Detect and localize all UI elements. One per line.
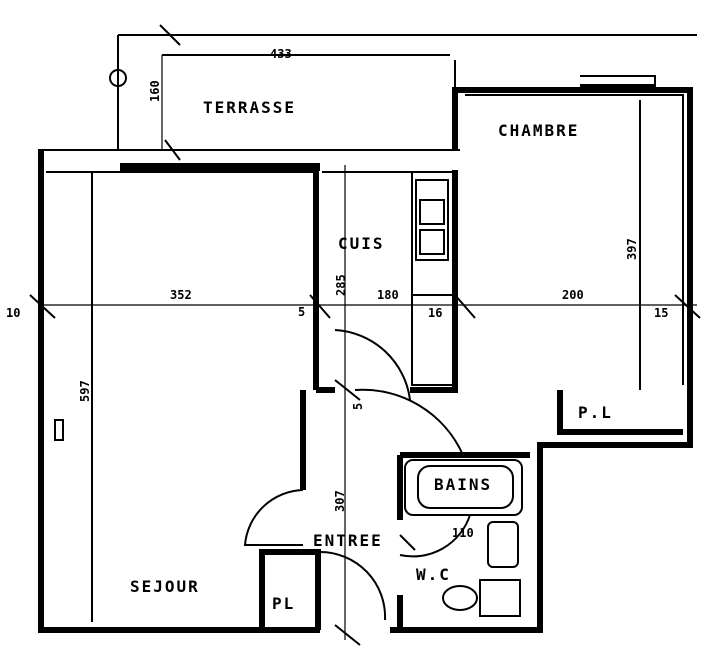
label-bains: BAINS: [434, 475, 492, 494]
label-chambre: CHAMBRE: [498, 121, 579, 140]
dim-chambre-depth: 397: [625, 238, 639, 260]
dim-wc-width: 110: [452, 526, 474, 540]
dim-wall-5: 5: [298, 305, 305, 319]
room-labels: TERRASSE CHAMBRE CUIS SEJOUR ENTREE BAIN…: [130, 98, 613, 613]
dim-sejour-depth: 597: [78, 380, 92, 402]
label-cuis: CUIS: [338, 234, 385, 253]
label-entree: ENTREE: [313, 531, 383, 550]
label-terrasse: TERRASSE: [203, 98, 296, 117]
dim-chambre-width: 200: [562, 288, 584, 302]
dim-cuis-width: 180: [377, 288, 399, 302]
dim-terrasse-width: 433: [270, 47, 292, 61]
dim-wall-10: 10: [6, 306, 20, 320]
label-pl-chambre: P.L: [578, 403, 613, 422]
dimension-labels: 433 160 352 5 285 180 16 200 15 10 597 3…: [6, 47, 668, 540]
dim-wall-15: 15: [654, 306, 668, 320]
label-pl-sejour: PL: [272, 594, 295, 613]
dimension-lines: [29, 24, 701, 646]
dim-entree-depth: 307: [333, 490, 347, 512]
dim-sejour-width: 352: [170, 288, 192, 302]
dim-wall-5b: 5: [351, 403, 365, 410]
dim-terrasse-depth: 160: [148, 80, 162, 102]
label-wc: W.C: [416, 565, 451, 584]
dim-cuis-depth: 285: [334, 274, 348, 296]
label-sejour: SEJOUR: [130, 577, 200, 596]
dim-wall-16: 16: [428, 306, 442, 320]
